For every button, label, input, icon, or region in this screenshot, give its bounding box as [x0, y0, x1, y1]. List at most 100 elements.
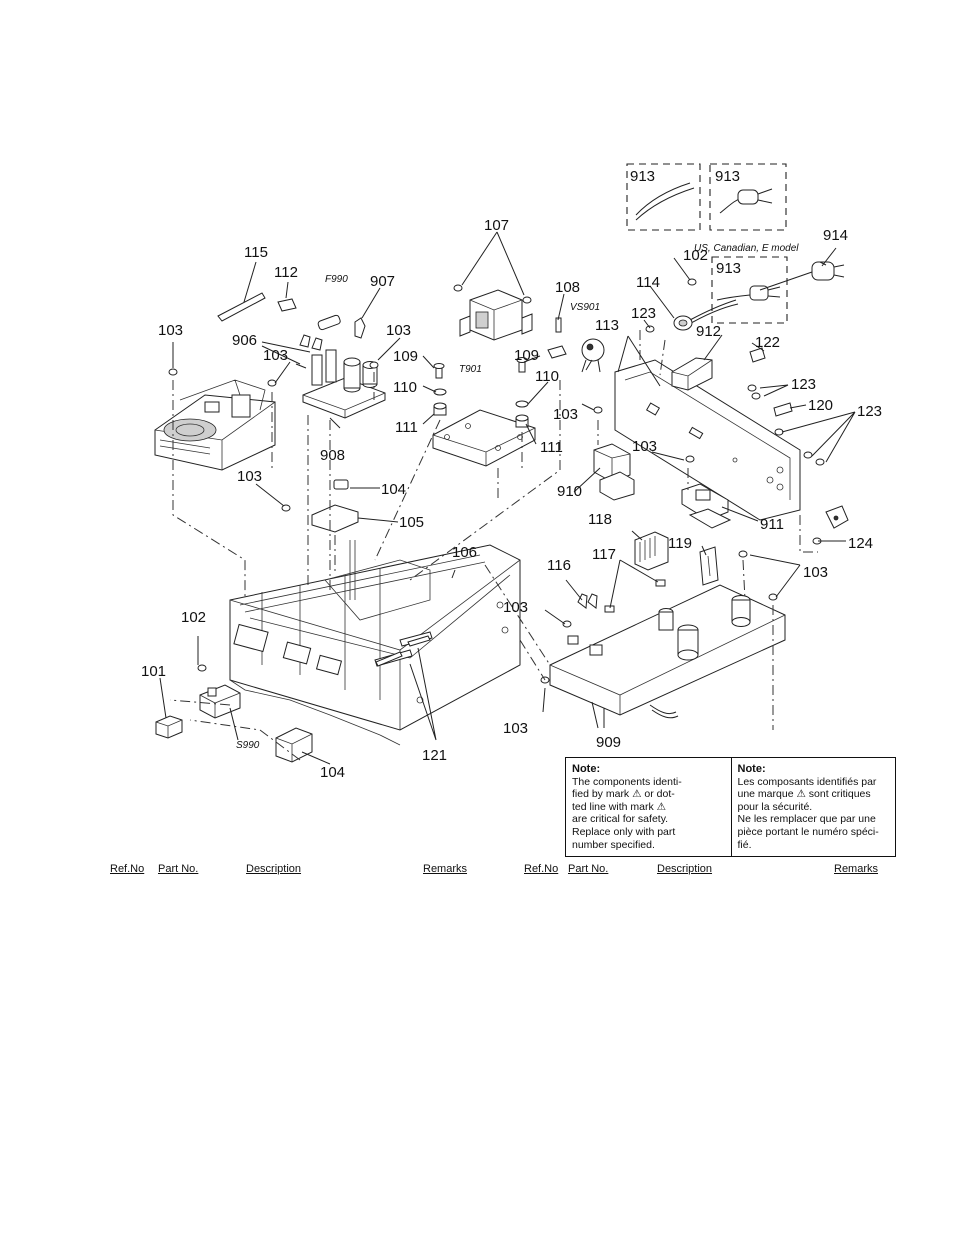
switch-s990	[199, 684, 241, 719]
clamp-108	[547, 317, 567, 359]
label-116: 116	[547, 557, 571, 574]
label-910: 910	[557, 483, 582, 500]
label-114: 114	[636, 274, 660, 291]
socket-124	[825, 505, 849, 529]
label-120	[773, 402, 793, 417]
note-line-fr-2: une marque ⚠ sont critiques	[737, 788, 871, 801]
label-911: 911	[760, 516, 784, 533]
label-124: 124	[848, 535, 873, 552]
screw-set-right	[515, 357, 529, 428]
header-remarks-right: Remarks	[834, 863, 879, 875]
header-ref-no-right: Ref.No	[524, 863, 559, 875]
header-description-right: Description	[657, 863, 713, 875]
label-103-a: 103	[158, 322, 183, 339]
label-122: 122	[755, 334, 780, 351]
label-102-b: 102	[181, 609, 206, 626]
transformer-bracket	[432, 409, 536, 467]
label-912: 912	[696, 323, 721, 340]
note-heading-fr: Note:	[737, 763, 766, 775]
label-111-a: 111	[395, 419, 418, 436]
label-103-c: 103	[386, 322, 411, 339]
label-110-a: 110	[393, 379, 417, 396]
header-part-no-right: Part No.	[568, 863, 609, 875]
label-909: 909	[596, 734, 621, 751]
label-123-b: 123	[791, 376, 816, 393]
bracket-911	[681, 483, 732, 529]
header-part-no-left: Part No.	[158, 863, 199, 875]
label-118: 118	[588, 511, 612, 528]
label-103-h: 103	[503, 599, 528, 616]
cover-912	[671, 357, 713, 391]
label-123-c: 123	[857, 403, 882, 420]
knob-101	[155, 715, 183, 739]
label-908: 908	[320, 447, 345, 464]
main-chassis	[229, 540, 521, 746]
label-109-a: 109	[393, 348, 418, 365]
label-914: 914	[823, 227, 848, 244]
note-line-en-1: The components identi-	[572, 775, 682, 788]
note-line-en-4: are critical for safety.	[572, 813, 669, 826]
label-103-g: 103	[803, 564, 828, 581]
label-103-i: 103	[503, 720, 528, 737]
header-description-left: Description	[246, 863, 302, 875]
note-line-fr-5: pièce portant le numéro spéci-	[737, 825, 879, 838]
varistor-vs901	[581, 338, 605, 373]
safety-note-box: Note: The components identi- fied by mar…	[565, 757, 896, 857]
note-line-fr-1: Les composants identifiés par	[737, 775, 877, 788]
fuse-f990	[299, 314, 341, 351]
bracket-910	[593, 443, 635, 501]
label-103-b: 103	[263, 347, 288, 364]
symbol-f990: F990	[325, 274, 348, 285]
label-119: 119	[668, 535, 692, 552]
note-line-fr-3: pour la sécurité.	[737, 800, 813, 813]
label-104-a: 104	[381, 481, 406, 498]
screw-set-left	[433, 363, 447, 416]
symbol-t901: T901	[459, 364, 482, 375]
leader-lines	[159, 231, 856, 765]
label-907: 907	[370, 273, 395, 290]
label-104-b: 104	[320, 764, 345, 781]
symbol-s990: S990	[236, 740, 260, 751]
label-906: 906	[232, 332, 257, 349]
transformer-t901	[459, 289, 533, 341]
label-108: 108	[555, 279, 580, 296]
assembly-lines	[169, 330, 818, 761]
cd-mechanism	[154, 379, 276, 471]
note-line-fr-6: fié.	[737, 838, 752, 851]
label-111-b: 111	[540, 439, 563, 456]
bars-121	[375, 635, 431, 667]
note-line-en-5: Replace only with part	[572, 825, 676, 838]
header-remarks-left: Remarks	[423, 863, 468, 875]
screws-117	[604, 579, 666, 613]
clip-122	[749, 347, 766, 363]
label-103-f: 103	[237, 468, 262, 485]
label-101: 101	[141, 663, 166, 680]
note-line-en-6: number specified.	[572, 838, 655, 851]
parts-list-header: Ref.No Part No. Description Remarks Ref.…	[0, 863, 954, 881]
note-line-en-3: ted line with mark ⚠	[572, 800, 667, 813]
label-913-b: 913	[715, 168, 740, 185]
label-123-a: 123	[631, 305, 656, 322]
safety-note-french: Note: Les composants identifiés par une …	[730, 758, 896, 856]
heatsink-118	[634, 531, 669, 571]
label-121: 121	[422, 747, 447, 764]
label-103-d: 103	[553, 406, 578, 423]
board-908	[302, 349, 386, 419]
part-104-top	[333, 479, 349, 490]
rear-panel-113	[614, 359, 801, 521]
header-ref-no-left: Ref.No	[110, 863, 145, 875]
symbol-vs901: VS901	[570, 302, 600, 313]
sheet-105	[311, 504, 359, 533]
label-110-b: 110	[535, 368, 559, 385]
main-board-909	[549, 584, 786, 719]
power-cord-option-boxes	[626, 163, 788, 324]
label-102-a: 102	[683, 247, 708, 264]
label-109-b: 109	[514, 347, 539, 364]
note-heading-en: Note:	[572, 763, 601, 775]
label-115: 115	[244, 244, 268, 261]
bracket-119	[699, 546, 719, 586]
clip-907	[354, 317, 366, 339]
label-106: 106	[452, 544, 477, 561]
label-913-c: 913	[716, 260, 741, 277]
